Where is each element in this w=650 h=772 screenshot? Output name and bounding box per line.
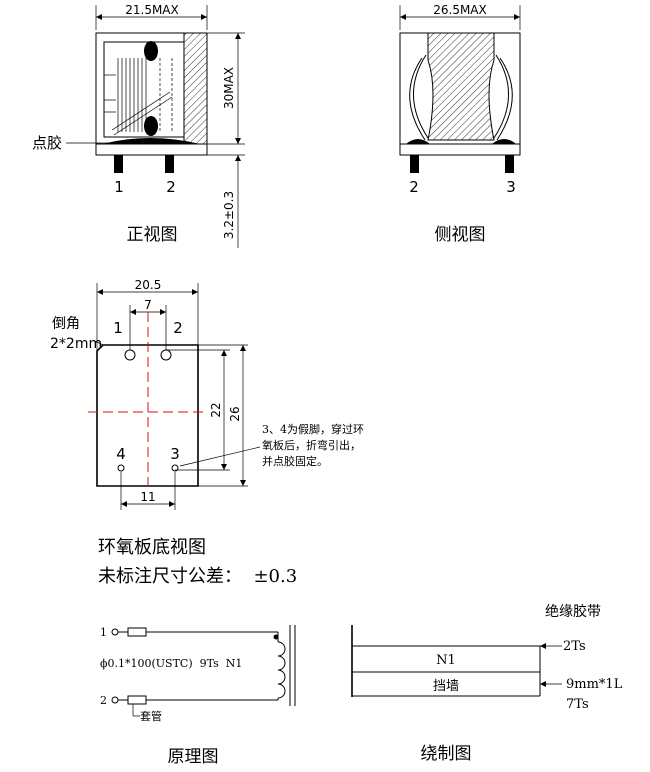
schematic-pin-2-label: 2 [100,694,107,707]
winding-start-dot [273,634,279,640]
insulation-tape-label: 绝缘胶带 [545,603,601,620]
schematic: 1 ϕ0.1*100(USTC) 9Ts N1 2 套管 原理图 [100,625,296,767]
bottom-view-caption: 环氧板底视图 [98,537,206,558]
schematic-pin-2-terminal [111,696,119,704]
sleeve-label: 套管 [140,709,162,723]
winding-caption: 绕制图 [421,744,472,764]
chamfer-leader [94,340,104,346]
front-height-dimension: 30MAX [207,32,245,145]
bottom-pin-1-label: 1 [113,319,123,337]
coil-symbol [277,641,286,699]
front-height-label: 30MAX [222,67,236,109]
bottom-pin-4-label: 4 [116,445,126,463]
winding-spec: ϕ0.1*100(USTC) 9Ts N1 [100,657,242,670]
wall-spec-label: 9mm*1L [566,677,623,692]
pin-note-line3: 并点胶固定。 [262,454,328,468]
schematic-sleeve-top [127,627,147,637]
side-pin-3-label: 3 [506,178,516,196]
side-glue-left [406,139,430,144]
bottom-height-dimension: 26 [198,344,248,487]
front-coil-winding [104,58,173,136]
pin-note-line1: 3、4为假脚，穿过环 [262,422,364,436]
schematic-caption: 原理图 [168,747,219,767]
bottom-pin-4-hole [117,464,125,472]
side-base-plate [399,143,521,156]
front-inner-frame [103,41,185,138]
bottom-vertical-spacing-label: 22 [209,402,223,417]
front-width-label: 21.5MAX [125,3,179,17]
bottom-bottom-pin-spacing: 11 [120,472,176,510]
front-width-dimension: 21.5MAX [95,3,208,30]
side-pin-3 [505,155,514,173]
tolerance-note: 未标注尺寸公差： ±0.3 [98,566,297,587]
front-pin-1-label: 1 [114,178,124,196]
bottom-pin-2-hole [160,349,172,361]
front-pin-2-label: 2 [166,178,176,196]
schematic-pin-1-label: 1 [100,626,107,639]
side-width-label: 26.5MAX [433,3,487,17]
wall-turns-label: 7Ts [566,697,589,712]
bottom-pin-vertical-spacing: 22 [166,349,230,471]
front-hatched-core [183,32,208,145]
glue-label: 点胶 [32,134,62,152]
front-view: 21.5MAX [32,3,245,248]
bottom-height-label: 26 [228,406,242,421]
chamfer-size-label: 2*2mm [50,336,102,352]
front-glue-dot-top [144,41,158,61]
pin-note-leader [179,446,261,467]
side-view: 26.5MAX 2 3 侧视图 [399,3,521,245]
side-pin-2 [410,155,419,173]
side-lead-right [493,54,509,139]
bottom-pin-1-hole [124,349,136,361]
side-pin-2-label: 2 [409,178,419,196]
bottom-pin-2-label: 2 [173,319,183,337]
front-pin-length-label: 3.2±0.3 [222,191,236,239]
schematic-pin-1-terminal [111,628,119,636]
tape-turns-label: 2Ts [563,639,586,654]
pin-note-line2: 氧板后，折弯引出， [262,438,361,452]
front-view-caption: 正视图 [127,225,178,245]
side-lead-left [413,54,429,139]
schematic-sleeve-bottom [127,695,147,705]
side-view-caption: 侧视图 [435,225,486,245]
bottom-view: 20.5 7 1 2 4 3 倒角 2*2mm [50,278,364,587]
front-pin-length-dimension: 3.2±0.3 [207,154,245,248]
front-base-plate [95,143,208,156]
front-glue-bead [102,138,200,144]
layer-wall-label: 挡墙 [433,679,459,694]
bottom-pin-3-label: 3 [170,445,180,463]
chamfer-label: 倒角 [52,316,80,332]
side-glue-right [492,139,516,144]
bottom-width-dimension: 20.5 [96,278,199,352]
bottom-pin-3-hole [171,464,179,472]
front-pin-1 [114,155,123,173]
bottom-bottom-spacing-label: 11 [140,490,155,504]
side-width-dimension: 26.5MAX [399,3,521,30]
bottom-width-label: 20.5 [135,278,162,292]
winding-diagram: 绝缘胶带 N1 挡墙 2Ts 9mm*1L 7Ts 绕制图 [351,603,623,764]
layer-n1-label: N1 [436,653,456,668]
bottom-top-spacing-label: 7 [144,298,152,312]
front-glue-dot-bottom [144,116,158,136]
front-pin-2 [165,155,174,173]
side-hatched-core [427,32,495,141]
